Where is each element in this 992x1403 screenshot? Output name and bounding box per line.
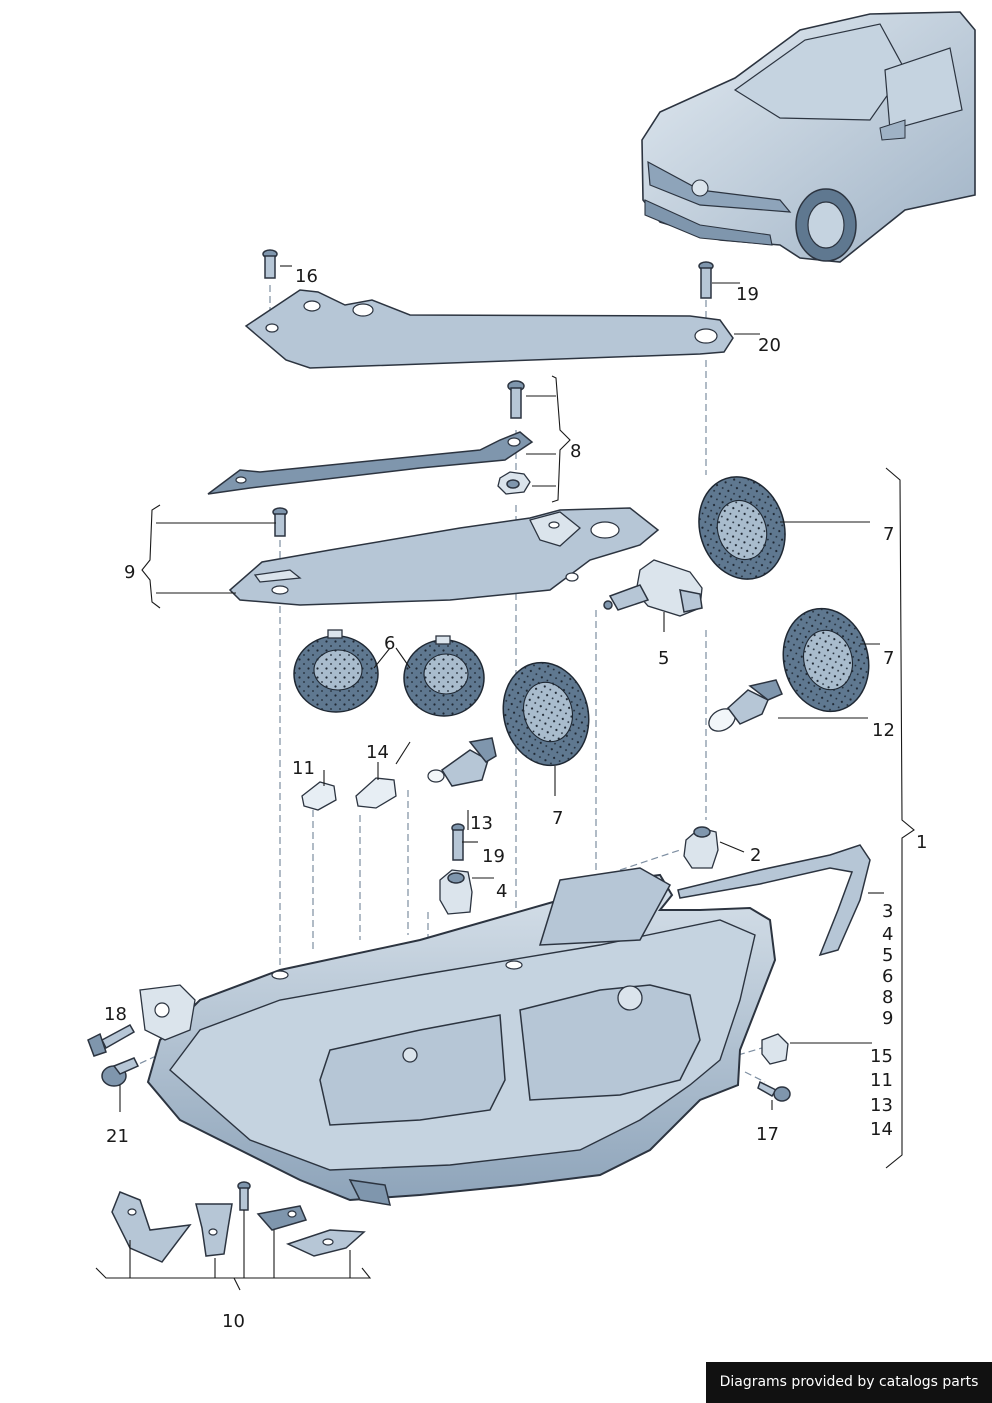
cap-6-right	[403, 635, 485, 717]
vehicle-illustration	[641, 11, 976, 263]
callout-5-list: 5	[882, 945, 893, 966]
callout-labels: 16 19 20 8 9 7 7 12 5 6 7 11 14 13 19 4 …	[104, 266, 927, 1332]
nut-21	[101, 1057, 140, 1087]
callout-4-list: 4	[882, 924, 893, 945]
callout-11: 11	[292, 758, 315, 779]
bulb-14	[355, 777, 397, 809]
callout-11-list: 11	[870, 1070, 893, 1091]
lower-bracket-9	[228, 507, 660, 606]
credit-banner: Diagrams provided by catalogs parts	[706, 1362, 992, 1403]
cover-cap-7-upper	[698, 476, 786, 580]
bulb-12	[708, 679, 783, 732]
clip-15	[761, 1033, 789, 1065]
callout-12: 12	[872, 720, 895, 741]
callout-7-upper: 7	[883, 524, 894, 545]
callout-17: 17	[756, 1124, 779, 1145]
trim-strip-8	[207, 380, 534, 495]
callout-9-list: 9	[882, 1008, 893, 1029]
bulb-11	[301, 781, 337, 811]
seal-3	[677, 844, 871, 957]
screw-17	[757, 1080, 791, 1102]
leader-lines	[95, 265, 915, 1291]
callout-3: 3	[882, 901, 893, 922]
callout-14-list: 14	[870, 1119, 893, 1140]
callout-9: 9	[124, 562, 135, 583]
cover-cap-7-middle	[502, 661, 590, 767]
upper-bracket-20	[244, 289, 734, 369]
callout-20: 20	[758, 335, 781, 356]
callout-6-list: 6	[882, 966, 893, 987]
callout-7-right: 7	[883, 648, 894, 669]
bulb-13	[427, 737, 497, 787]
callout-2: 2	[750, 845, 761, 866]
callout-13: 13	[470, 813, 493, 834]
adjuster-4	[439, 823, 473, 915]
leveling-actuator-5	[603, 559, 703, 617]
callout-8-list: 8	[882, 987, 893, 1008]
repair-kit-10	[111, 1181, 366, 1263]
callout-10: 10	[222, 1311, 245, 1332]
callout-5: 5	[658, 648, 669, 669]
cover-cap-7-right	[782, 607, 870, 713]
headlight-housing-1	[139, 867, 777, 1206]
callout-4: 4	[496, 881, 507, 902]
adjuster-2	[683, 826, 719, 869]
cap-6-left	[293, 629, 379, 713]
screw-18	[87, 1023, 136, 1057]
callout-21: 21	[106, 1126, 129, 1147]
callout-13-list: 13	[870, 1095, 893, 1116]
screw-16	[262, 249, 278, 279]
callout-8: 8	[570, 441, 581, 462]
callout-6: 6	[384, 633, 395, 654]
callout-14: 14	[366, 742, 389, 763]
callout-18: 18	[104, 1004, 127, 1025]
screw-19-top	[698, 261, 714, 299]
callout-15: 15	[870, 1046, 893, 1067]
callout-16: 16	[295, 266, 318, 287]
callout-1: 1	[916, 832, 927, 853]
callout-19-top: 19	[736, 284, 759, 305]
callout-7-middle: 7	[552, 808, 563, 829]
callout-19-middle: 19	[482, 846, 505, 867]
